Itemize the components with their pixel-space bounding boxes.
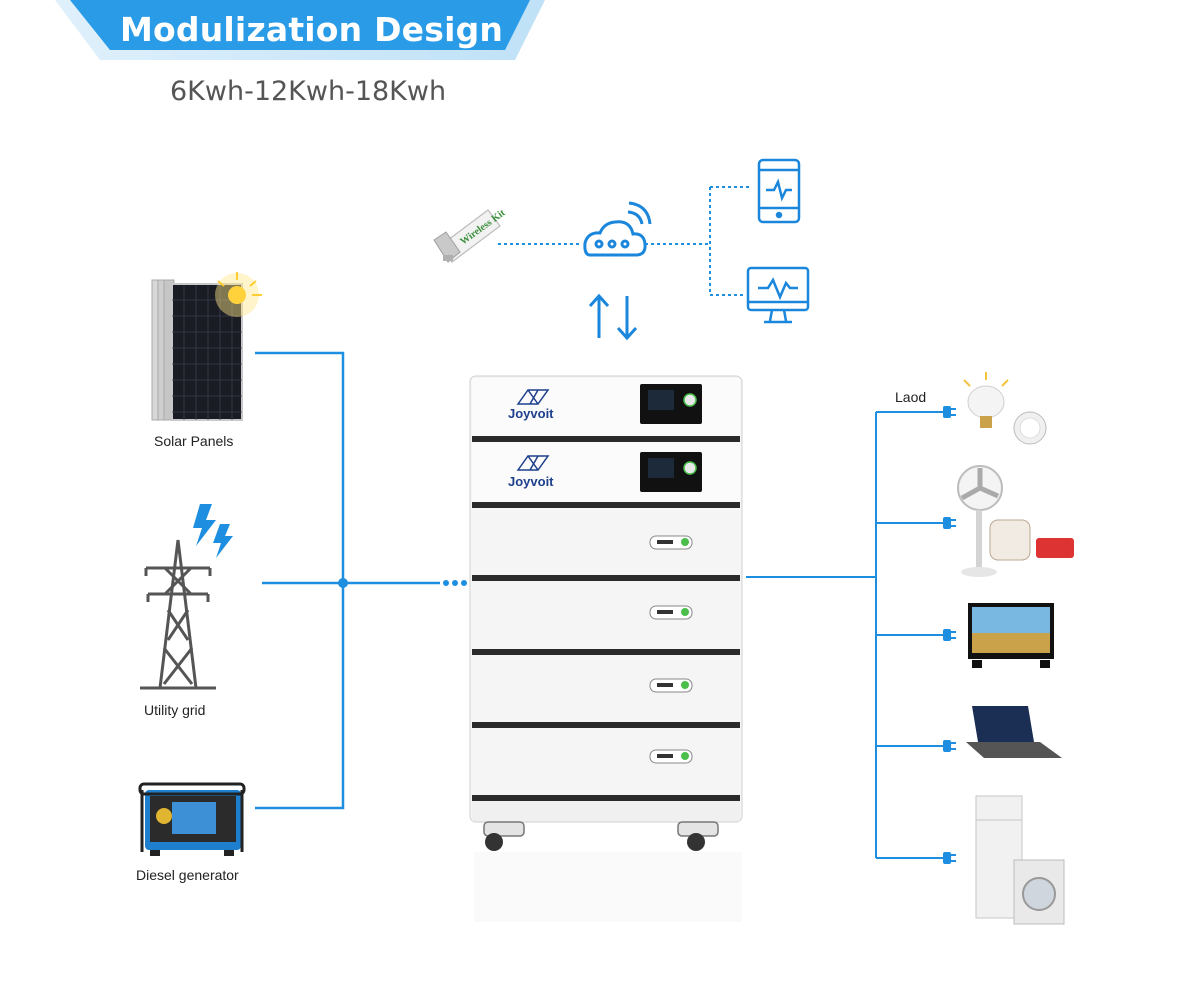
diesel-generator-image [138,782,246,856]
laptop-image [966,706,1062,758]
plug-icons [943,406,956,864]
solar-panel-image [151,279,243,421]
junction-dot [338,578,348,588]
lightning-icon [193,504,233,558]
header-banner: Modulization Design [0,0,1200,110]
load-label: Laod [895,389,927,405]
battery-brand-logo: Joyvoit [508,474,554,489]
capacity-subtitle: 6Kwh-12Kwh-18Kwh [170,76,447,107]
page-title: Modulization Design [120,10,504,49]
banner-shape [55,0,545,60]
battery-brand-logo: Joyvoit [508,406,554,421]
solar-panels-label: Solar Panels [154,433,234,449]
source-connection-lines [255,351,440,810]
phone-icon [757,158,801,224]
pylon-icon [140,539,216,690]
dots-connector [443,580,467,586]
plug-icon [943,740,956,752]
battery-tower [469,375,743,922]
utility-grid-label: Utility grid [144,702,206,718]
cloud-icon [583,201,652,257]
plug-icon [943,629,956,641]
plug-icon [943,852,956,864]
load-connection-lines [746,411,944,859]
monitor-icon [746,266,810,324]
plug-icon [943,406,956,418]
sun-icon [215,272,262,317]
network-lines [498,186,752,296]
data-exchange-arrows [588,293,638,341]
fridge-and-washer-image [975,795,1065,925]
diesel-generator-label: Diesel generator [136,867,239,883]
fan-and-cooker-image [957,465,1074,577]
light-bulbs-image [963,372,1047,445]
plug-icon [943,517,956,529]
television-image [968,603,1054,668]
wireless-kit-dongle [433,209,501,263]
